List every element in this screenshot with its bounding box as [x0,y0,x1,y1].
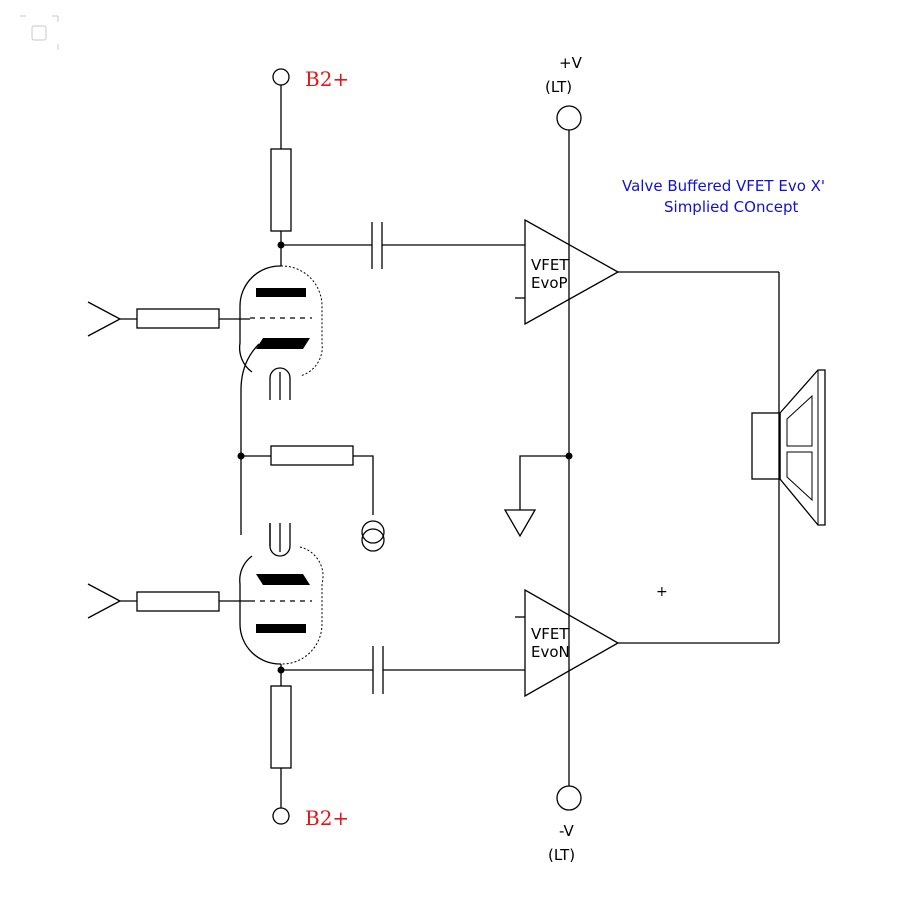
bottom-b2-terminal [272,807,290,825]
lower-triode-valve [239,523,324,665]
diagram-title-line1: Valve Buffered VFET Evo X' [622,177,825,195]
selection-handle-icon[interactable] [20,15,59,50]
lower-coupling-capacitor [372,646,384,694]
neg-rail-label: -V [559,822,575,840]
upper-input-terminal [87,301,137,337]
ground-icon [503,509,537,538]
pos-rail-terminal [556,105,582,131]
upper-amp-triangle [524,218,620,326]
cathode-resistor [270,445,354,466]
diagram-title-line2: Simplied COncept [664,198,798,216]
lower-plate-resistor [270,685,292,769]
current-source-icon [361,520,385,552]
upper-plate-resistor [270,148,292,232]
cursor-crosshair: + [656,584,668,600]
speaker-icon [751,369,826,526]
pos-rail-lt-label: (LT) [545,78,572,96]
lower-amp-triangle [524,588,620,698]
lower-grid-resistor [136,591,220,612]
pos-rail-label: +V [559,54,583,72]
upper-triode-valve [238,265,323,400]
top-b2-terminal [272,68,290,149]
top-b2-label: B2+ [305,67,349,91]
bottom-b2-label: B2+ [305,806,349,830]
lower-amp-label-line1: VFET [531,625,569,643]
neg-rail-terminal [556,785,582,811]
upper-amp-label-line1: VFET [531,256,569,274]
lower-amp-label-line2: EvoN [531,643,570,661]
lower-input-terminal [87,583,137,619]
upper-grid-resistor [136,308,220,329]
neg-rail-lt-label: (LT) [548,846,575,864]
upper-amp-label-line2: EvoP [531,274,568,292]
upper-coupling-capacitor [371,222,383,269]
